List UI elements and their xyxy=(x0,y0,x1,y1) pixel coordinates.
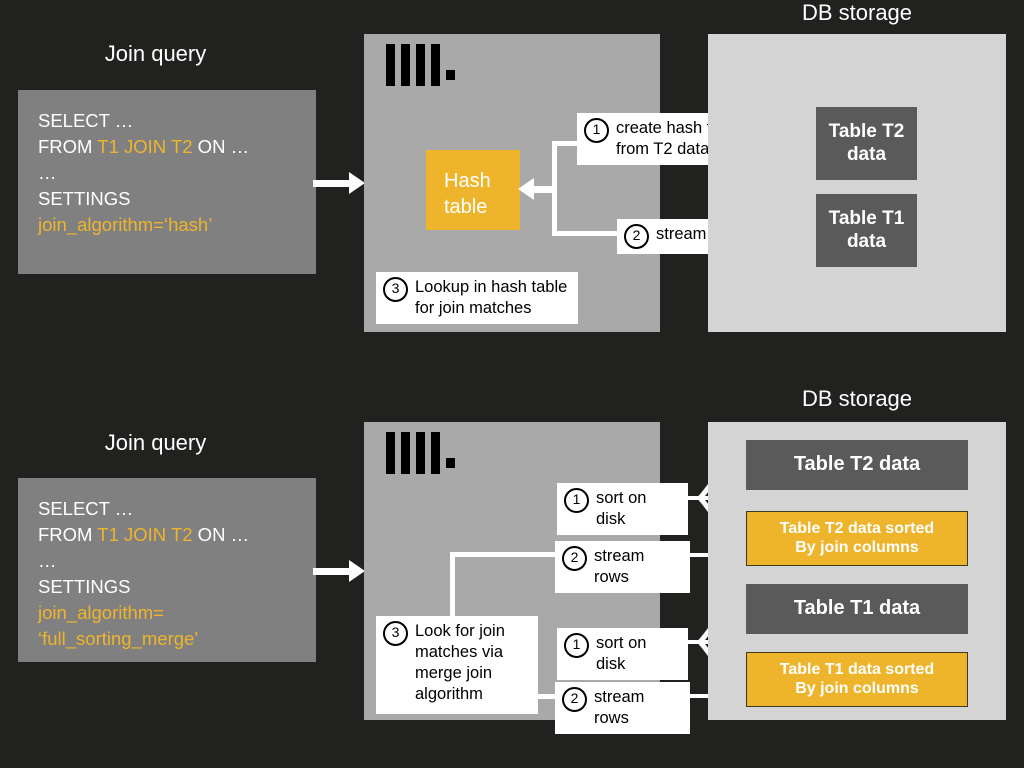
bottom-connector-lower xyxy=(537,694,559,699)
bottom-query-line-1: SELECT … xyxy=(38,498,134,519)
arrow-left-icon xyxy=(518,178,534,200)
bottom-callout-stream-t2: 2 stream rows xyxy=(555,541,690,593)
top-chip-t1: Table T1 data xyxy=(816,194,917,267)
callout-text: Look for join matches via merge join alg… xyxy=(415,622,505,703)
top-query-line-1: SELECT … xyxy=(38,110,134,131)
top-join-query-title: Join query xyxy=(104,41,207,66)
bottom-chip-t1-data: Table T1 data xyxy=(746,584,968,634)
callout-number-badge: 2 xyxy=(562,546,587,571)
clickhouse-logo xyxy=(386,44,456,92)
bottom-chip-t2-sorted: Table T2 data sorted By join columns xyxy=(746,511,968,566)
chip-line-2: data xyxy=(846,143,887,165)
bottom-query-line-3: … xyxy=(38,550,57,571)
top-chip-t2: Table T2 data xyxy=(816,107,917,180)
arrow-right-icon xyxy=(349,560,365,582)
top-query-tables: T1 JOIN T2 xyxy=(97,136,193,157)
bottom-query-on: ON … xyxy=(192,524,250,545)
callout-number-badge: 3 xyxy=(383,277,408,302)
chip-line-1: Table T2 xyxy=(828,121,905,143)
chip-line-2: By join columns xyxy=(795,679,919,697)
callout-text: sort on disk xyxy=(596,489,647,528)
bottom-query-line-6: ‘full_sorting_merge’ xyxy=(38,628,199,649)
top-query-line-4: SETTINGS xyxy=(38,188,131,209)
bottom-query-line-4: SETTINGS xyxy=(38,576,131,597)
top-query-on: ON … xyxy=(192,136,250,157)
bottom-join-query-title: Join query xyxy=(104,430,207,455)
top-callout-3: 3 Lookup in hash table for join matches xyxy=(376,272,578,324)
clickhouse-logo xyxy=(386,432,456,480)
top-query-line-2: FROM T1 JOIN T2 ON … xyxy=(38,134,296,160)
bottom-query-from: FROM xyxy=(38,524,98,545)
callout-text: stream rows xyxy=(594,547,645,586)
chip-line-1: Table T2 data sorted xyxy=(779,519,935,537)
top-hash-feed-shaft xyxy=(530,186,556,193)
callout-text: sort on disk xyxy=(596,634,647,673)
callout-number-badge: 2 xyxy=(562,687,587,712)
bottom-query-line-2: FROM T1 JOIN T2 ON … xyxy=(38,522,296,548)
chip-line-1: Table T1 data xyxy=(793,597,921,620)
top-flow-arrow-shaft xyxy=(313,180,349,187)
callout-text: Lookup in hash table for join matches xyxy=(415,278,568,317)
top-db-storage-title: DB storage xyxy=(801,0,913,25)
bottom-callout-sort-t2: 1 sort on disk xyxy=(557,483,688,535)
callout-text: stream rows xyxy=(594,688,645,727)
bottom-query-tables: T1 JOIN T2 xyxy=(97,524,193,545)
hash-table-box: Hash table xyxy=(426,150,520,230)
top-query-from: FROM xyxy=(38,136,98,157)
top-storage-panel xyxy=(708,34,1006,332)
bottom-callout-sort-t1: 1 sort on disk xyxy=(557,628,688,680)
callout-number-badge: 2 xyxy=(624,224,649,249)
top-connector-branch-1 xyxy=(552,141,584,146)
bottom-chip-t2-data: Table T2 data xyxy=(746,440,968,490)
top-connector-branch-2 xyxy=(552,231,622,236)
bottom-flow-arrow-shaft xyxy=(313,568,349,575)
chip-line-1: Table T1 data sorted xyxy=(779,660,935,678)
callout-number-badge: 3 xyxy=(383,621,408,646)
arrow-right-icon xyxy=(349,172,365,194)
bottom-callout-3: 3 Look for join matches via merge join a… xyxy=(376,616,538,714)
top-query-box: SELECT … FROM T1 JOIN T2 ON … … SETTINGS… xyxy=(18,90,316,274)
callout-number-badge: 1 xyxy=(584,118,609,143)
chip-line-2: By join columns xyxy=(795,538,919,556)
callout-number-badge: 1 xyxy=(564,488,589,513)
top-query-line-3: … xyxy=(38,162,57,183)
hash-table-line-2: table xyxy=(444,196,488,218)
bottom-chip-t1-sorted: Table T1 data sorted By join columns xyxy=(746,652,968,707)
chip-line-1: Table T2 data xyxy=(793,453,921,476)
bottom-connector-vertical xyxy=(450,552,455,618)
bottom-query-line-5: join_algorithm= xyxy=(38,602,164,623)
chip-line-2: data xyxy=(846,230,887,252)
bottom-db-storage-title: DB storage xyxy=(801,386,913,411)
bottom-query-box: SELECT … FROM T1 JOIN T2 ON … … SETTINGS… xyxy=(18,478,316,662)
callout-number-badge: 1 xyxy=(564,633,589,658)
chip-line-1: Table T1 xyxy=(828,208,905,230)
bottom-connector-horizontal xyxy=(450,552,555,557)
bottom-callout-stream-t1: 2 stream rows xyxy=(555,682,690,734)
hash-table-line-1: Hash xyxy=(444,170,491,192)
top-query-line-5: join_algorithm=‘hash’ xyxy=(38,214,213,235)
